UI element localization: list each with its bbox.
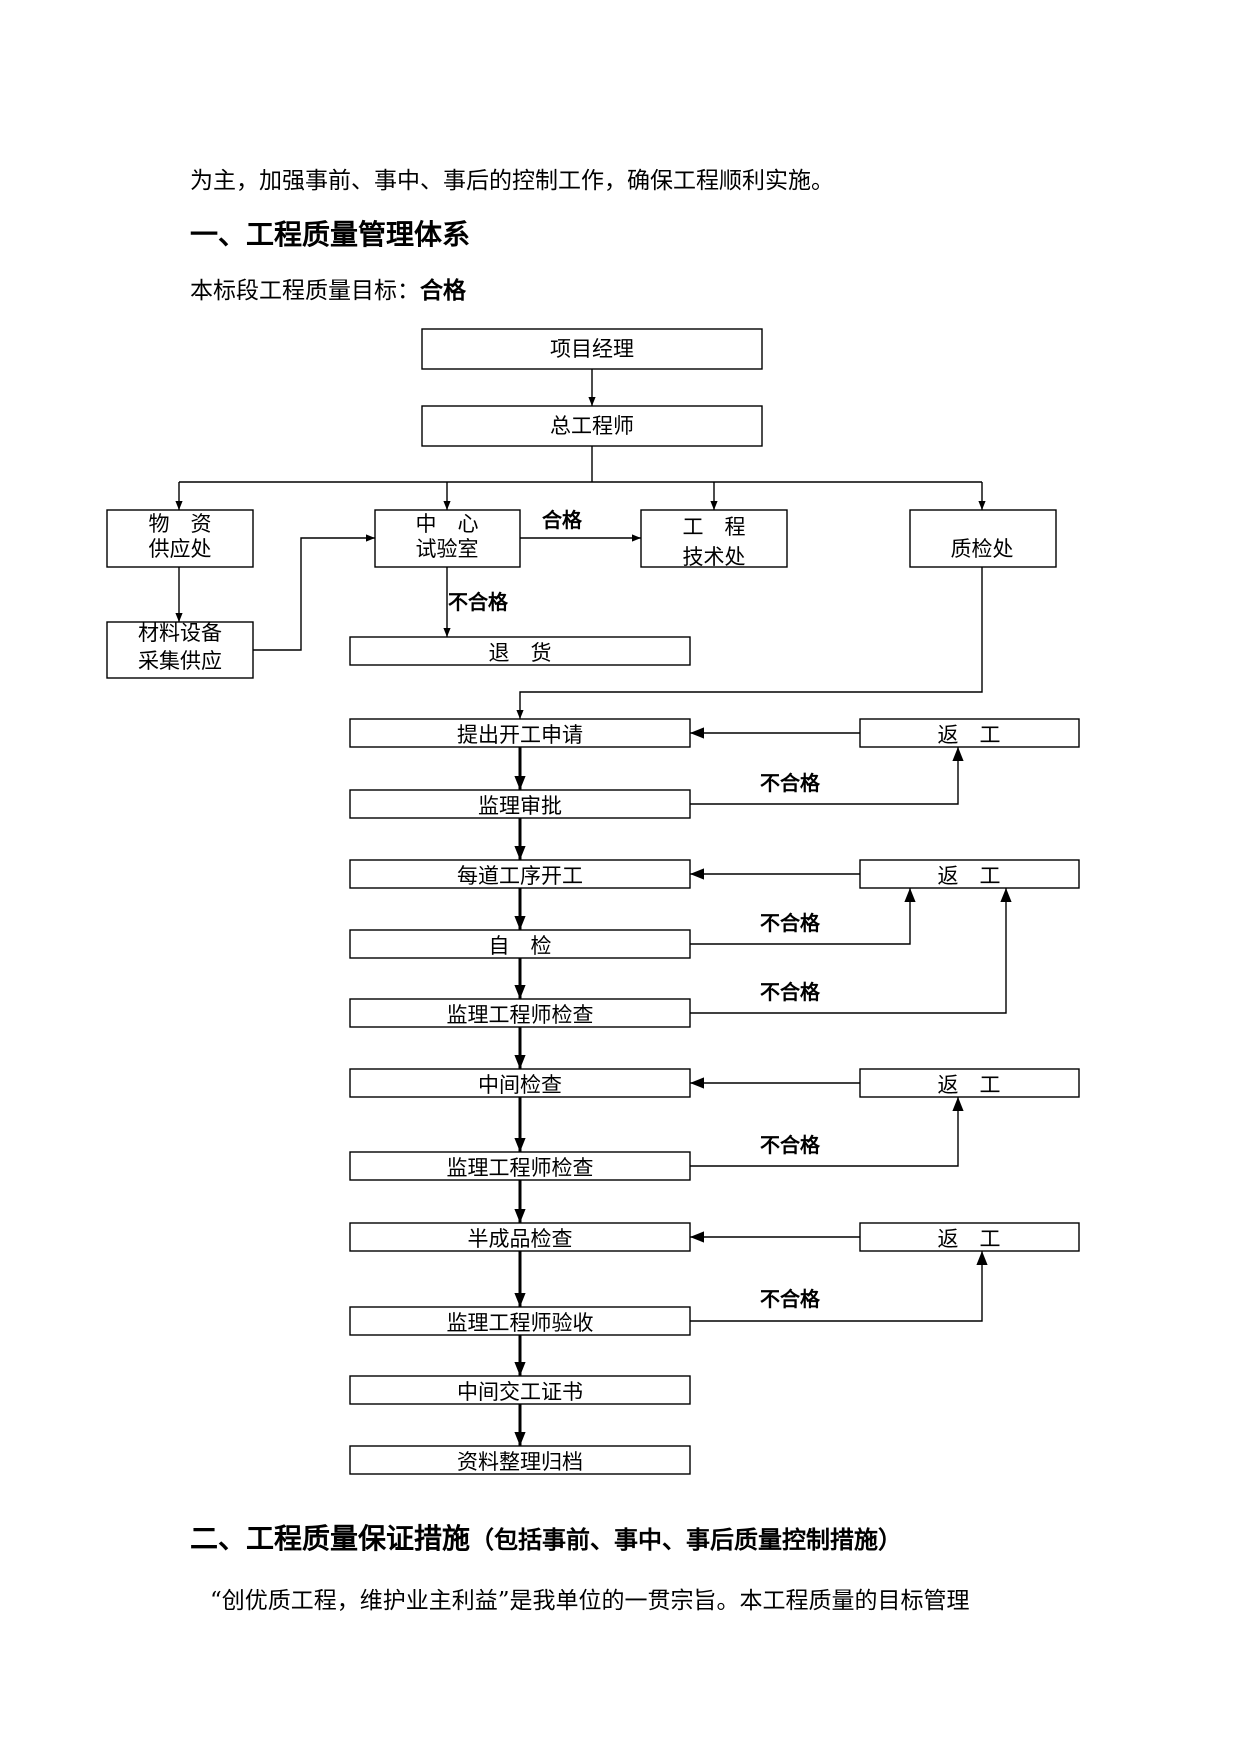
label-check2-fail: 不合格 <box>760 1133 821 1157</box>
label-archive: 资料整理归档 <box>457 1450 583 1474</box>
label-self-check: 自 检 <box>489 934 552 958</box>
label-procure-1: 材料设备 <box>138 621 222 645</box>
label-rework-4: 返 工 <box>938 1227 1001 1251</box>
label-rework-1: 返 工 <box>938 723 1001 747</box>
label-mid-certificate: 中间交工证书 <box>457 1380 583 1404</box>
quality-target: 本标段工程质量目标：合格 <box>190 271 466 305</box>
label-lab-1: 中 心 <box>416 512 479 536</box>
node-qc-dept <box>909 509 1057 568</box>
label-rework-3: 返 工 <box>938 1073 1001 1097</box>
label-tech-1: 工 程 <box>683 515 746 539</box>
label-return-goods: 退 货 <box>489 641 552 665</box>
section2-paragraph: “创优质工程，维护业主利益”是我单位的一贯宗旨。本工程质量的目标管理 <box>210 1588 970 1614</box>
arrow-procure-to-lab <box>253 534 375 651</box>
node-return-goods <box>349 636 691 666</box>
label-materials-1: 物 资 <box>149 512 212 536</box>
section2-title: 二、工程质量保证措施 <box>190 1522 471 1555</box>
label-accept-fail: 不合格 <box>760 1287 821 1311</box>
intro-text: 为主，加强事前、事中、事后的控制工作，确保工程顺利实施。 <box>190 168 834 194</box>
section2-heading: 二、工程质量保证措施（包括事前、事中、事后质量控制措施） <box>190 1517 902 1557</box>
quality-target-label: 本标段工程质量目标： <box>190 278 420 304</box>
arrow-approve-fail-to-rework1 <box>690 747 964 805</box>
label-supervisor-approve: 监理审批 <box>478 794 562 818</box>
label-rework-2: 返 工 <box>938 864 1001 888</box>
label-lab-2: 试验室 <box>416 537 479 561</box>
label-procure-2: 采集供应 <box>138 649 222 673</box>
arrow-check2-fail-to-rework3 <box>690 1097 964 1167</box>
label-chief-engineer: 总工程师 <box>550 414 634 438</box>
arrow-qc-to-apply <box>516 567 983 719</box>
label-check1-fail: 不合格 <box>760 980 821 1004</box>
label-apply-start: 提出开工申请 <box>457 723 583 747</box>
quality-target-value: 合格 <box>420 277 466 304</box>
label-materials-2: 供应处 <box>149 537 212 561</box>
label-self-fail: 不合格 <box>760 911 821 935</box>
label-lab-fail: 不合格 <box>448 590 509 614</box>
label-process-start: 每道工序开工 <box>457 864 583 888</box>
label-semi-check: 半成品检查 <box>468 1227 573 1251</box>
label-tech-2: 技术处 <box>683 545 746 569</box>
label-approve-fail: 不合格 <box>760 771 821 795</box>
label-engineer-check-2: 监理工程师检查 <box>447 1156 594 1180</box>
label-lab-pass: 合格 <box>542 508 583 532</box>
node-materials-dept <box>106 509 254 568</box>
label-qc: 质检处 <box>951 537 1014 561</box>
label-engineer-check-1: 监理工程师检查 <box>447 1003 594 1027</box>
section1-heading: 一、工程质量管理体系 <box>190 218 471 251</box>
arrow-self-fail-to-rework2 <box>690 888 916 945</box>
arrow-accept-fail-to-rework4 <box>690 1251 988 1322</box>
label-engineer-accept: 监理工程师验收 <box>447 1311 594 1335</box>
label-project-manager: 项目经理 <box>550 337 634 361</box>
arrow-check1-fail-to-rework2 <box>690 888 1012 1014</box>
label-mid-check: 中间检查 <box>478 1073 562 1097</box>
section2-subtitle: （包括事前、事中、事后质量控制措施） <box>470 1525 903 1554</box>
